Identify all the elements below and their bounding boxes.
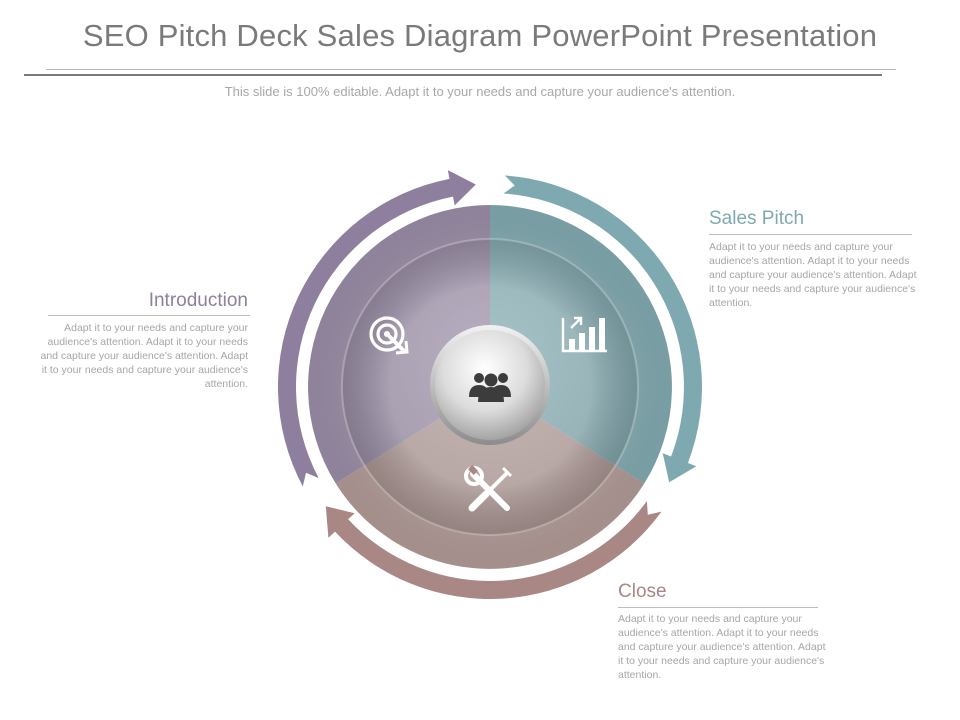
target-cursor-icon — [369, 316, 409, 355]
sales-pitch-arrow — [503, 175, 702, 483]
slide-title: SEO Pitch Deck Sales Diagram PowerPoint … — [82, 18, 878, 53]
arrow-ring — [277, 170, 702, 599]
introduction-arrow — [277, 170, 476, 487]
sales-pitch-body: Adapt it to your needs and capture your … — [709, 241, 917, 309]
close-underline — [618, 607, 818, 608]
slide-subtitle: This slide is 100% editable. Adapt it to… — [224, 84, 736, 99]
title-divider — [24, 74, 882, 76]
tools-icon — [464, 465, 513, 512]
close-body: Adapt it to your needs and capture your … — [618, 613, 826, 681]
sales-pitch-heading: Sales Pitch — [709, 208, 805, 229]
introduction-body: Adapt it to your needs and capture your … — [40, 322, 249, 390]
bar-chart-growth-icon — [561, 316, 607, 353]
title-divider-thin — [46, 69, 896, 70]
team-people-icon — [469, 373, 511, 402]
introduction-heading: Introduction — [148, 290, 248, 311]
introduction-underline — [48, 315, 250, 316]
close-heading: Close — [618, 581, 667, 602]
sales-pitch-underline — [709, 234, 912, 235]
close-arrow — [325, 501, 662, 599]
